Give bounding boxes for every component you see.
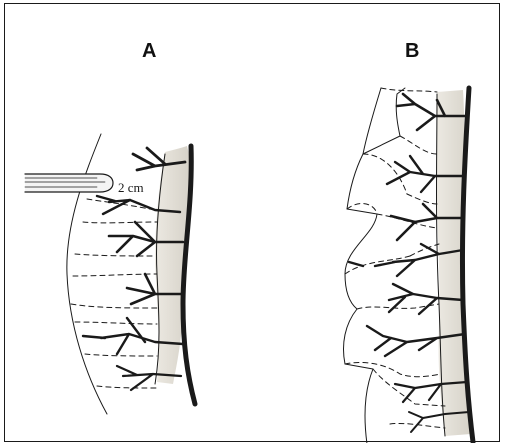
panel-a-needle	[25, 174, 113, 192]
panel-a-dashed-lines	[71, 199, 157, 388]
distance-annotation: 2 cm	[118, 180, 144, 195]
panel-b-dashed-lines	[345, 88, 445, 428]
diagram-canvas: 2 cm	[5, 4, 501, 443]
panel-a-diagram	[25, 134, 195, 414]
figure-frame: A B	[4, 3, 500, 442]
panel-b-diagram	[344, 88, 474, 443]
